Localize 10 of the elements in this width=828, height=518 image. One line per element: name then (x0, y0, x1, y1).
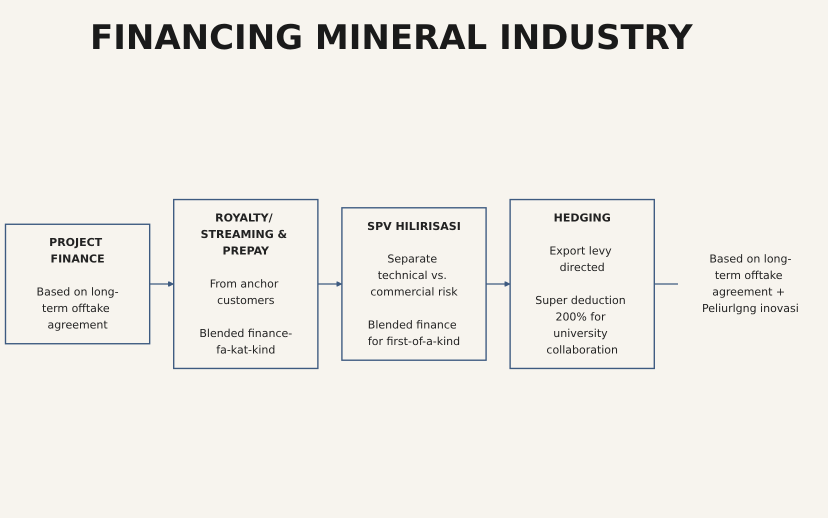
node-box: ROYALTY/ STREAMING & PREPAY From anchor customers Blended finance-fa-kat-kind (173, 198, 319, 370)
connector (654, 283, 678, 285)
title: FINANCING MINERAL INDUSTRY (90, 18, 693, 58)
arrow (486, 280, 510, 288)
node-text: Based on long-term offtake agreement + Peliurlgng inovasi (702, 252, 799, 315)
arrow (318, 280, 342, 288)
arrow (150, 280, 174, 288)
node-box: HEDGING Export levy directed Super deduction 200% for university collaboration (509, 198, 655, 370)
node-box: SPV HILIRISASI Separate technical vs. commercial risk Blended finance for first-of-a-kind (341, 207, 487, 361)
node-box: PROJECT FINANCE Based on long-term offtake agreement (4, 224, 150, 344)
